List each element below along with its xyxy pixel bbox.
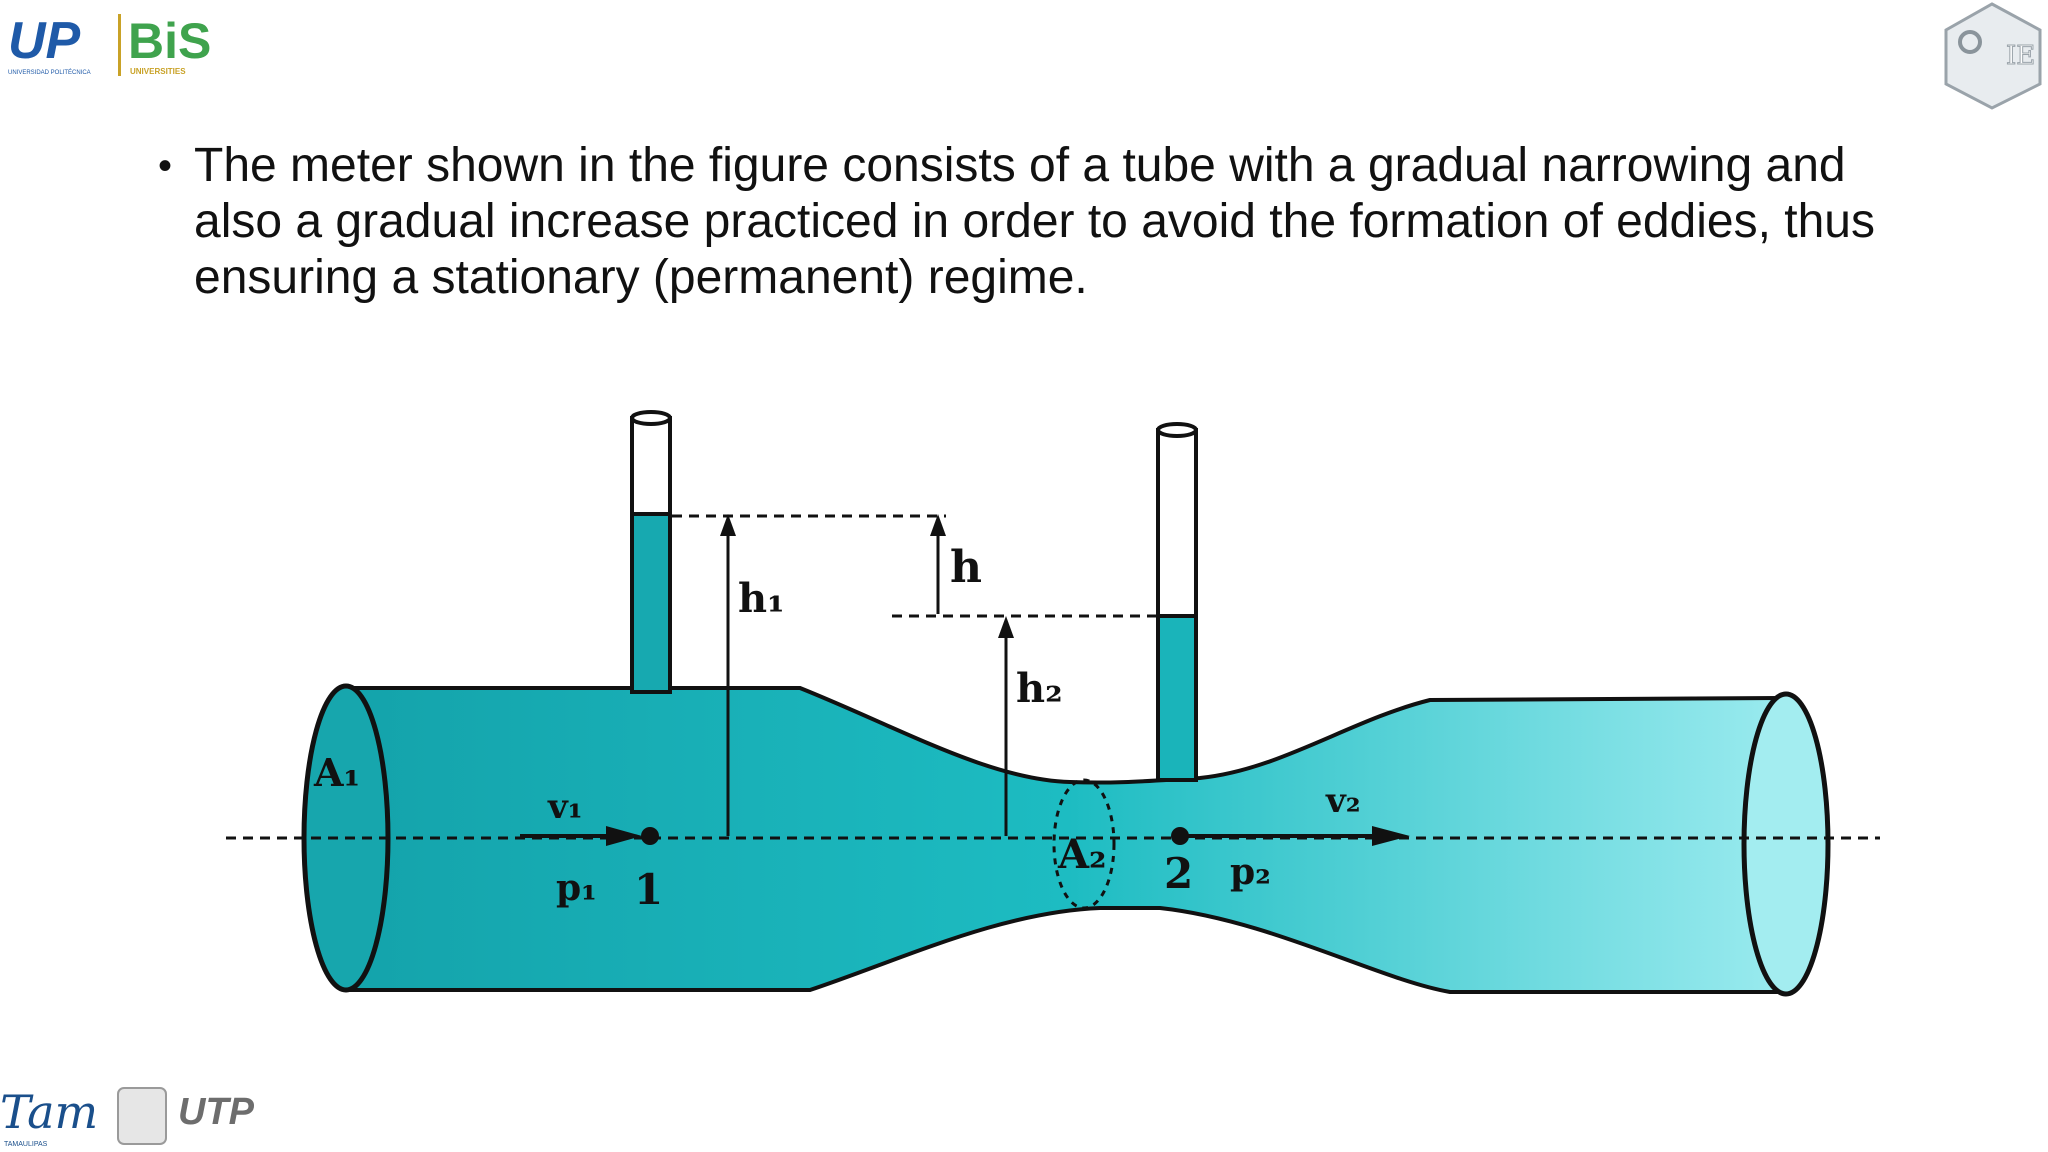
label-point-2: 2: [1164, 849, 1193, 898]
ie-logo-text: IE: [2006, 41, 2035, 71]
up-logo-text: UP: [8, 12, 81, 70]
up-logo-subtitle: UNIVERSIDAD POLITÉCNICA: [8, 69, 91, 76]
label-area-throat: A₂: [1057, 831, 1107, 878]
piezometer-tube-1-fluid: [630, 512, 672, 694]
throat-cross-section: [1052, 778, 1116, 910]
logo-divider: [118, 14, 121, 76]
point-1-marker: [641, 827, 659, 845]
label-height-1: h₁: [738, 575, 785, 622]
piezometer-tube-2-top: [1156, 422, 1198, 438]
label-velocity-2: v₂: [1325, 781, 1361, 821]
outlet-cross-section: [1741, 691, 1831, 997]
v1-arrowhead: [606, 826, 642, 846]
bullet-paragraph: • The meter shown in the figure consists…: [158, 138, 1880, 306]
bullet-text: The meter shown in the figure consists o…: [194, 139, 1875, 304]
label-area-inlet: A₁: [313, 750, 360, 795]
piezometer-tube-1-empty: [630, 416, 672, 516]
label-pressure-2: p₂: [1230, 851, 1271, 893]
gear-icon: [1958, 30, 1982, 54]
tam-logo-text: Tam: [0, 1085, 98, 1139]
piezometer-tube-2-fluid: [1156, 614, 1198, 782]
bullet-dot-icon: •: [158, 144, 173, 188]
piezometer-tube-2-empty: [1156, 428, 1198, 618]
label-velocity-1: v₁: [547, 787, 583, 827]
label-point-1: 1: [634, 865, 663, 914]
point-2-marker: [1171, 827, 1189, 845]
university-logo: UP UNIVERSIDAD POLITÉCNICA BiS UNIVERSIT…: [8, 12, 211, 76]
footer-logos: Tam TAMAULIPAS UTP: [0, 1085, 255, 1148]
bis-logo-text: BiS: [128, 13, 211, 69]
label-height-2: h₂: [1016, 665, 1063, 712]
state-seal-icon: [117, 1087, 167, 1145]
h-arrowhead: [930, 514, 946, 536]
h1-arrowhead: [720, 514, 736, 536]
ie-logo: IE: [1944, 2, 2042, 110]
ie-logo-hexagon: [1944, 2, 2042, 110]
h2-arrowhead: [998, 616, 1014, 638]
pipe-body: [346, 686, 1792, 994]
tam-logo-subtitle: TAMAULIPAS: [4, 1141, 48, 1148]
label-height-diff: h: [950, 542, 982, 593]
v2-arrowhead: [1372, 826, 1410, 846]
label-pressure-1: p₁: [556, 867, 597, 909]
utp-logo-text: UTP: [178, 1091, 255, 1133]
piezometer-tube-1-top: [630, 410, 672, 426]
bis-logo-subtitle: UNIVERSITIES: [130, 67, 186, 76]
